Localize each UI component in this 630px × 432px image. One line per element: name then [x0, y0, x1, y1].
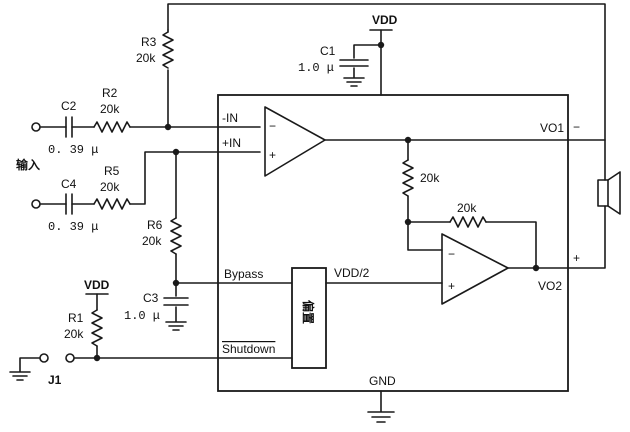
input-pos-path: C4 0. 39 μ R5 20k +IN	[31, 136, 261, 234]
input-label: 输入	[16, 157, 40, 172]
vo1-label: VO1	[540, 121, 564, 135]
c2-value: 0. 39 μ	[48, 143, 98, 157]
ic-package-outline	[217, 94, 569, 392]
ic-ground: GND	[367, 374, 396, 423]
input2-terminal[interactable]	[31, 199, 41, 209]
c4-plates	[65, 193, 73, 215]
pin-pos-in-label: +IN	[222, 136, 241, 150]
opamp-1-triangle	[264, 106, 326, 177]
j1-ref: J1	[48, 373, 62, 387]
top-wire	[167, 3, 606, 181]
r6-value: 20k	[142, 234, 162, 248]
c1-value: 1.0 μ	[298, 61, 334, 75]
internal-fb-value: 20k	[457, 201, 477, 215]
resistor-r2	[93, 121, 131, 133]
c3-ref: C3	[143, 291, 159, 305]
opamp-1-plus: +	[269, 148, 276, 162]
vo2-wire	[507, 205, 606, 269]
c1-ref: C1	[320, 44, 336, 58]
speaker-cone	[607, 171, 621, 215]
speaker-icon	[597, 171, 621, 215]
opamp-2-plus: +	[448, 279, 455, 293]
pin-neg-in-label: -IN	[222, 111, 238, 125]
vdd-c1-group: VDD C1 1.0 μ	[298, 13, 398, 96]
r5-value: 20k	[100, 180, 120, 194]
opamp2-neg-wire	[407, 221, 443, 251]
resistor-r3: R3 20k	[136, 31, 174, 69]
c3-value: 1.0 μ	[124, 309, 160, 323]
fb-wires	[407, 221, 537, 269]
vo2-node-dot	[532, 264, 540, 272]
resistor-r5	[93, 198, 131, 210]
internal-divider: 20k	[402, 139, 440, 226]
shutdown-network: VDD R1 20k J1 Shutdown	[9, 278, 293, 387]
c3-plates	[163, 297, 189, 306]
pin-gnd-label: GND	[369, 374, 396, 388]
bias-block-label: 偏置	[301, 300, 316, 324]
opamp-2: − +	[441, 205, 606, 305]
opamp-2-triangle	[441, 233, 509, 305]
speaker-minus-sign: −	[573, 120, 580, 134]
internal-div-value: 20k	[420, 171, 440, 185]
pos-input-wire	[39, 151, 261, 205]
internal-feedback: 20k	[407, 201, 537, 269]
pin-bypass-label: Bypass	[224, 267, 263, 281]
pin-shutdown-label: Shutdown	[222, 342, 275, 356]
c1-plates	[339, 59, 369, 67]
j1-terminal-left[interactable]	[39, 353, 49, 363]
speaker-plus-sign: +	[573, 251, 580, 265]
r3-value: 20k	[136, 51, 156, 65]
gnd-icon	[367, 390, 395, 423]
r2-ref: R2	[102, 86, 118, 100]
resistor-internal-div	[402, 159, 414, 197]
r1-value: 20k	[64, 327, 84, 341]
vdd-half-label: VDD/2	[334, 266, 370, 280]
speaker-body	[597, 179, 609, 207]
resistor-internal-fb	[449, 216, 487, 228]
bias-block	[291, 267, 327, 369]
vdd-r1-label: VDD	[84, 278, 110, 292]
opamp-2-minus: −	[448, 247, 455, 261]
opamp-1-minus: −	[269, 119, 276, 133]
c1-ground-icon	[343, 67, 365, 87]
opamp-1: − +	[264, 106, 606, 177]
vo2-label: VO2	[538, 279, 562, 293]
j1-terminal-right[interactable]	[65, 353, 75, 363]
c3-ground-icon	[165, 306, 187, 331]
c4-ref: C4	[61, 177, 77, 191]
r6-ref: R6	[147, 218, 163, 232]
bypass-network: R6 20k C3 1.0 μ Bypass	[124, 151, 293, 331]
c4-value: 0. 39 μ	[48, 220, 98, 234]
input1-terminal[interactable]	[31, 122, 41, 132]
resistor-r1	[91, 309, 103, 347]
vdd-top-label: VDD	[372, 13, 398, 27]
r1-ref: R1	[68, 311, 84, 325]
r5-ref: R5	[104, 164, 120, 178]
neg-node-dot	[164, 123, 172, 131]
j1-ground-icon	[9, 357, 41, 381]
resistor-r6	[170, 217, 182, 255]
input-neg-path: C2 0. 39 μ R2 20k -IN	[31, 86, 261, 157]
r2-value: 20k	[100, 102, 120, 116]
c2-ref: C2	[61, 99, 77, 113]
c2-plates	[65, 116, 73, 138]
c1-lead	[353, 44, 382, 59]
r3-ref: R3	[141, 35, 157, 49]
